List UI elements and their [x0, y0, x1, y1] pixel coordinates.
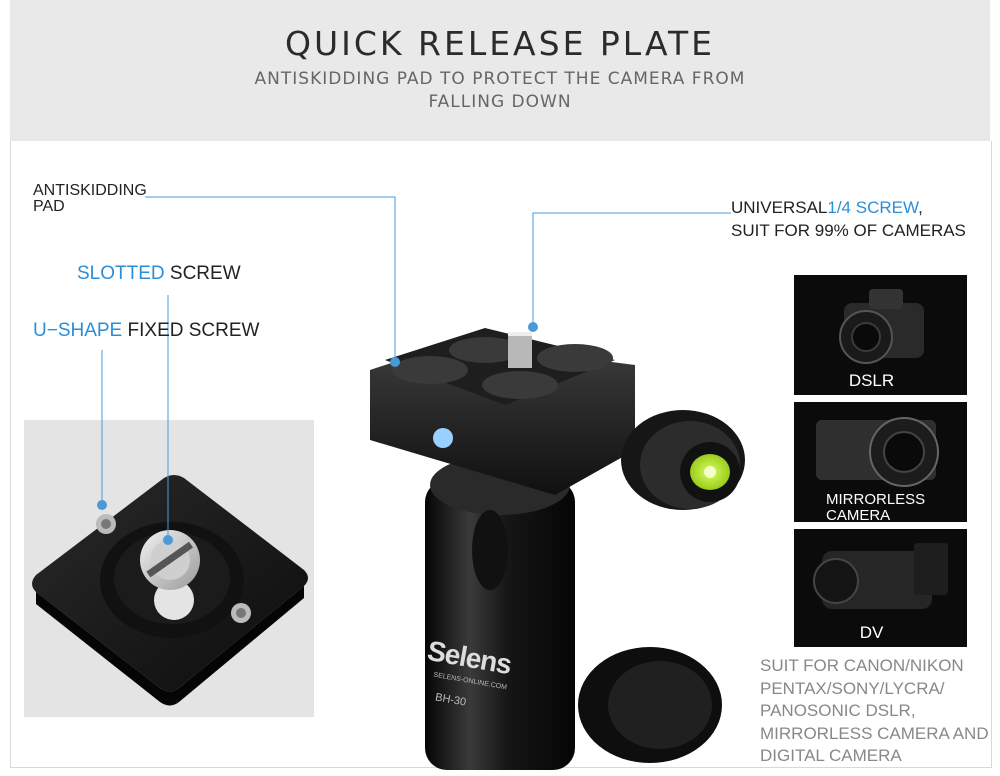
dslr-photo: DSLR	[794, 275, 967, 395]
dslr-camera-icon	[839, 289, 924, 364]
mirrorless-photo: MIRRORLESS CAMERA	[794, 402, 967, 522]
slotted-screw-label: SLOTTED SCREW	[77, 263, 241, 284]
mirrorless-label: MIRRORLESS CAMERA	[826, 491, 926, 523]
universal-screw-label: UNIVERSAL1/4 SCREW, SUIT FOR 99% OF CAME…	[731, 198, 966, 240]
camcorder-icon	[813, 543, 948, 609]
page-subtitle: ANTISKIDDING PAD TO PROTECT THE CAMERA F…	[254, 69, 746, 112]
mirrorless-camera-icon	[816, 417, 939, 487]
u-shape-fixed-screw-label: U−SHAPE FIXED SCREW	[33, 320, 260, 341]
dslr-label: DSLR	[848, 371, 895, 390]
page-title: QUICK RELEASE PLATE	[285, 24, 715, 63]
antiskidding-pad-label: ANTISKIDDING PAD	[33, 182, 147, 215]
product-photo: Selens SELENS-ONLINE.COM BH-30	[365, 320, 755, 770]
header-banner	[10, 0, 990, 141]
compatibility-text: SUIT FOR CANON/NIKON PENTAX/SONY/LYCRA/ …	[760, 656, 989, 765]
dv-label: DV	[859, 623, 884, 642]
plate-photo	[24, 420, 314, 717]
camcorder-photo: DV	[794, 529, 967, 647]
